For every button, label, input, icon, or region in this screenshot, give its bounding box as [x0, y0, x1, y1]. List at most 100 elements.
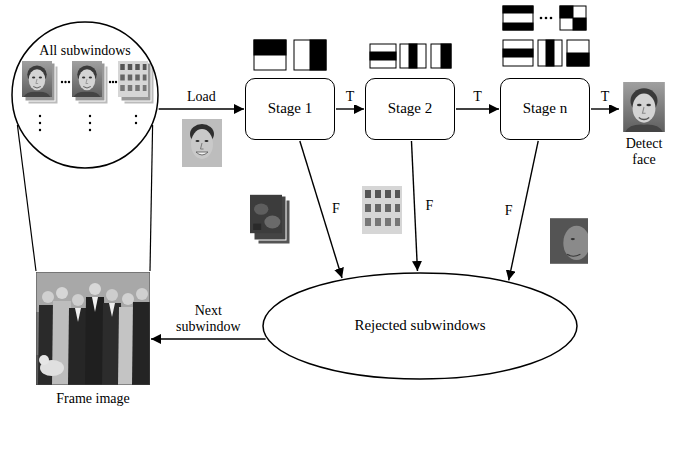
outline-ellipse [12, 22, 158, 168]
haar-feature [503, 49, 533, 57]
ellipsis-dots [89, 122, 91, 124]
ellipsis-dots [89, 115, 91, 117]
ellipsis-dots [540, 17, 553, 20]
flow-arrow [591, 108, 619, 109]
haar-feature [503, 6, 533, 13]
group-photo [72, 294, 84, 306]
haar-feature [294, 40, 326, 70]
node-label: All subwindows [39, 43, 130, 59]
zoom-line [17, 125, 152, 271]
group-photo [85, 297, 105, 385]
stage-box: Stage 2 [365, 78, 455, 140]
haar-feature [370, 52, 396, 60]
edge-label: T [599, 89, 612, 105]
node-label: Stage 1 [268, 100, 313, 117]
rejected-thumbnail [250, 195, 282, 233]
haar-feature [567, 53, 589, 66]
haar-feature [370, 44, 451, 68]
group-photo [42, 291, 54, 303]
zoom-line [150, 125, 153, 271]
edge-label: F [423, 198, 435, 214]
stage-box: Stage n [500, 78, 590, 140]
haar-feature [560, 6, 586, 30]
stage-box: Stage 1 [245, 78, 335, 140]
node-label: Detect face [620, 136, 668, 168]
ellipsis-dots [64, 81, 66, 83]
group-photo [39, 355, 49, 365]
ellipsis-dots [115, 81, 117, 83]
subwindow-stack [22, 61, 52, 97]
group-photo [56, 287, 68, 299]
flow-arrow [456, 108, 499, 109]
text-block: Stage 1 [268, 100, 313, 117]
haar-feature [409, 44, 417, 68]
subwindow-stack [22, 61, 58, 104]
edge-label: F [330, 201, 342, 217]
ellipsis-dots [61, 81, 63, 83]
group-photo [109, 303, 115, 317]
flow-arrow [300, 141, 342, 278]
haar-feature [400, 44, 426, 68]
ellipsis-dots [39, 122, 41, 124]
ellipsis-dots [550, 17, 553, 20]
ellipsis-dots [39, 129, 41, 131]
haar-feature [503, 23, 533, 30]
haar-feature [546, 40, 554, 66]
subwindow-pool-circle: All subwindows [11, 21, 159, 169]
edge-label: T [344, 89, 357, 105]
edge-label: F [503, 203, 515, 219]
detected-face [623, 82, 665, 132]
flow-arrow [411, 141, 417, 271]
subwindow-stack [118, 61, 148, 97]
text-block: All subwindows [39, 43, 130, 59]
ellipsis-dots [39, 81, 137, 131]
text-block: Frame image [36, 391, 150, 407]
node-label: Stage 2 [388, 100, 433, 117]
ellipsis-dots [112, 81, 114, 83]
haar-feature [431, 44, 451, 68]
detected-face-picture: Detect face [620, 82, 668, 168]
ellipsis-dots [135, 122, 137, 124]
outline-ellipse [263, 273, 577, 379]
rejected-thumbnail [550, 218, 590, 264]
rejected-thumbnail [250, 195, 290, 244]
group-photo [136, 288, 148, 300]
group-photo [132, 302, 150, 385]
group-photo [122, 293, 134, 305]
ellipsis-dots [545, 17, 548, 20]
haar-feature [573, 18, 586, 30]
text-block: Stage n [523, 100, 568, 117]
group-photo [68, 308, 88, 385]
loaded-subwindow [182, 119, 222, 167]
haar-feature [503, 6, 589, 66]
haar-feature [441, 44, 451, 68]
edge-label: Next subwindow [166, 303, 250, 335]
text-block: Detect face [620, 136, 668, 168]
text-block: Rejected subwindows [354, 317, 485, 334]
haar-feature [370, 44, 396, 68]
ellipsis-dots [89, 129, 91, 131]
node-label: Rejected subwindows [354, 317, 485, 334]
group-photo [75, 308, 81, 322]
haar-feature [254, 40, 286, 55]
subwindow-stack [72, 61, 108, 104]
flow-arrow [151, 338, 266, 339]
edge-label: Load [185, 89, 218, 105]
haar-feature [538, 40, 562, 66]
ellipsis-dots [109, 81, 111, 83]
group-photo [36, 272, 150, 385]
subwindow-stack [72, 61, 102, 97]
group-photo [89, 283, 101, 295]
ellipsis-dots [135, 115, 137, 117]
edge-label: T [471, 89, 484, 105]
ellipsis-dots [39, 115, 41, 117]
haar-feature [310, 40, 326, 70]
ellipsis-dots [68, 81, 70, 83]
rejected-ellipse: Rejected subwindows [262, 272, 578, 380]
group-photo [106, 289, 118, 301]
haar-feature [560, 6, 573, 18]
text-block: Stage 2 [388, 100, 433, 117]
